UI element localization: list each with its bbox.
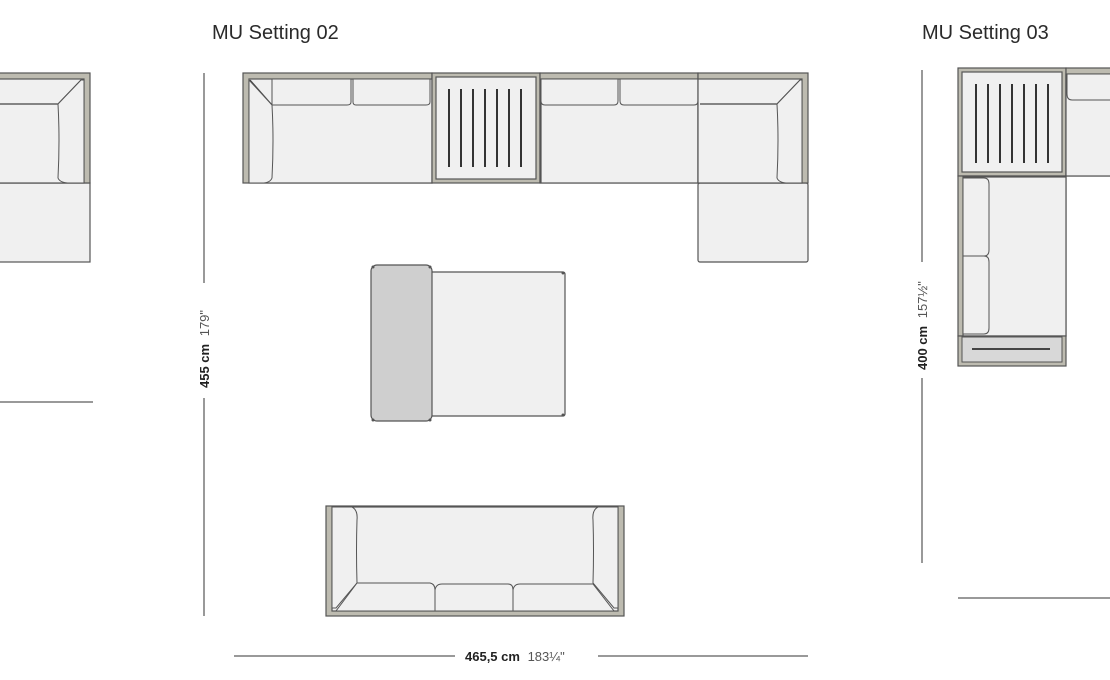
setting-02-bottom-sofa (325, 505, 625, 617)
height-imperial: 157½" (915, 281, 930, 319)
height-metric: 455 cm (197, 344, 212, 388)
setting-03-side-table (957, 67, 1067, 177)
height-imperial: 179" (197, 310, 212, 337)
svg-text:455 cm 179": 455 cm 179" (197, 310, 212, 388)
setting-02-ottoman (370, 264, 566, 422)
setting-02-width-dimension: 465,5 cm 183¼" (234, 649, 808, 664)
svg-text:400 cm 157½": 400 cm 157½" (915, 281, 930, 370)
setting-03-tray (957, 335, 1067, 367)
setting-02-corner-module (697, 72, 809, 263)
width-metric: 465,5 cm (465, 649, 520, 664)
setting-03-chaise (957, 175, 1067, 337)
setting-02-middle-sofa (539, 72, 699, 184)
svg-text:465,5 cm 183¼": 465,5 cm 183¼" (465, 649, 565, 664)
setting-03-right-sofa (1065, 67, 1110, 177)
table-slats (448, 89, 522, 167)
setting-01-corner-module (0, 72, 93, 403)
setting-02-side-table (431, 72, 541, 184)
setting-02-height-dimension: 455 cm 179" (197, 73, 212, 616)
height-metric: 400 cm (915, 326, 930, 370)
setting-02-title: MU Setting 02 (212, 22, 339, 44)
setting-03-height-dimension: 400 cm 157½" (915, 70, 1110, 599)
setting-02-left-sofa (242, 72, 433, 184)
setting-03-title: MU Setting 03 (922, 22, 1049, 44)
width-imperial: 183¼" (528, 649, 566, 664)
